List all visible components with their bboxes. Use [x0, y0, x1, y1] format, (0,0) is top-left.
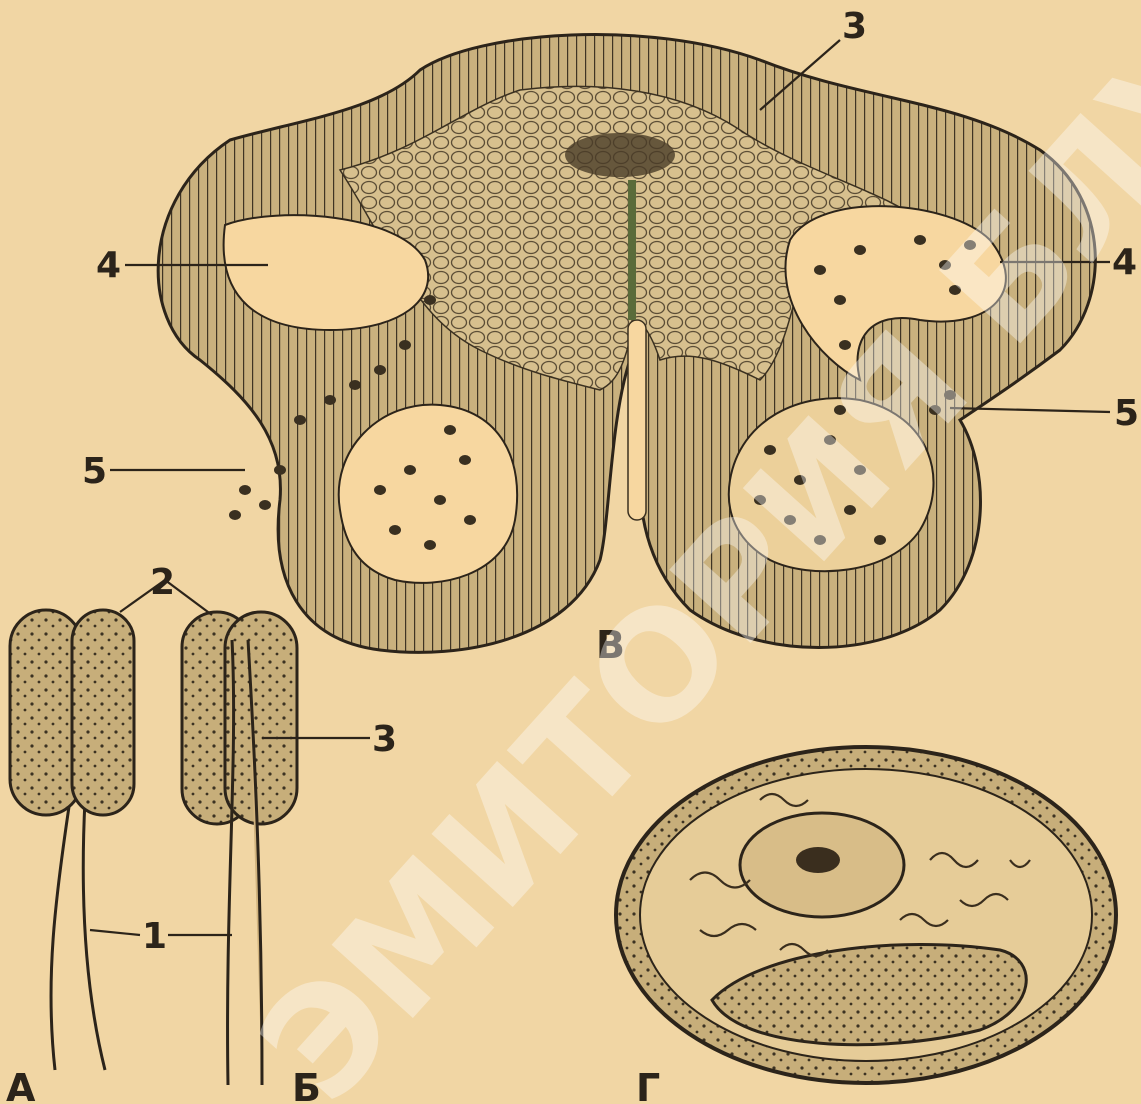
anther-lobe-a-right: [72, 610, 134, 815]
label-3-top: 3: [842, 6, 867, 47]
vascular-bundle: [565, 133, 675, 177]
label-5-right: 5: [1114, 393, 1139, 434]
central-slit: [628, 320, 646, 520]
panel-label-g: Г: [636, 1066, 660, 1104]
label-2: 2: [150, 562, 175, 603]
label-3-stamen: 3: [372, 719, 397, 760]
label-4-left: 4: [96, 245, 121, 286]
nucleolus: [796, 847, 840, 873]
pollen-grain-section: [616, 747, 1116, 1083]
label-1: 1: [142, 916, 167, 957]
label-5-left: 5: [82, 451, 107, 492]
anther-lobe-b-right: [225, 612, 297, 824]
panel-label-a: А: [6, 1066, 36, 1104]
pollen-sac-lower-left: [339, 405, 517, 583]
